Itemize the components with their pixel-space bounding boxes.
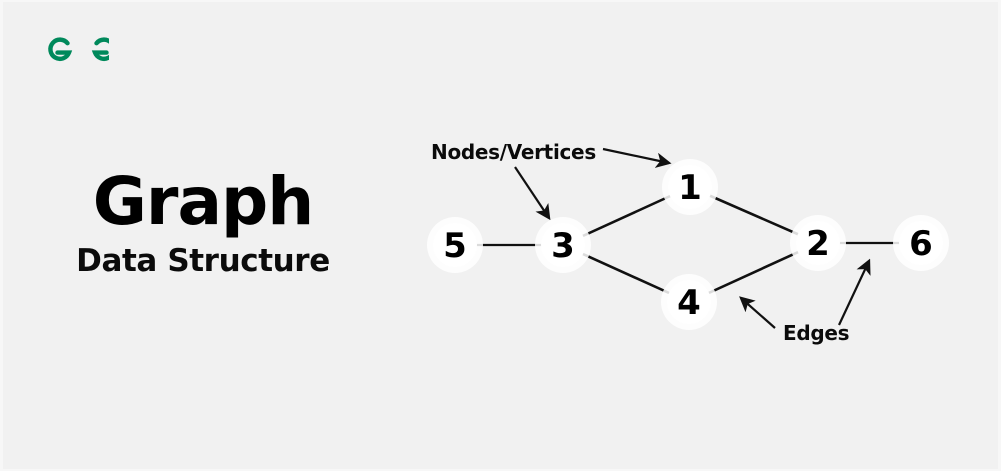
node-label-5: 5 <box>443 226 467 266</box>
graph-node-6[interactable]: 6 <box>899 221 943 265</box>
geeksforgeeks-logo-icon <box>48 37 116 61</box>
graph-diagram: 1 2 3 4 5 <box>403 97 998 387</box>
annotation-arrow-to-edge-2-6 <box>838 258 871 326</box>
node-label-3: 3 <box>551 226 575 266</box>
graph-nodes: 1 2 3 4 5 <box>433 165 943 324</box>
annotation-nodes-vertices: Nodes/Vertices <box>431 140 672 221</box>
geeksforgeeks-logo <box>47 32 116 66</box>
annotation-edges: Edges <box>739 258 871 345</box>
node-circle-3 <box>541 223 585 267</box>
annotation-label-edges: Edges <box>783 321 849 345</box>
node-circle-6 <box>899 221 943 265</box>
title-block: Graph Data Structure <box>3 164 403 280</box>
graph-node-4[interactable]: 4 <box>667 280 711 324</box>
graph-node-5[interactable]: 5 <box>433 223 477 267</box>
graph-node-2[interactable]: 2 <box>796 221 840 265</box>
graph-node-3[interactable]: 3 <box>541 223 585 267</box>
node-label-4: 4 <box>677 283 701 323</box>
page-subtitle: Data Structure <box>76 243 330 279</box>
node-circle-1 <box>668 165 712 209</box>
annotation-arrow-to-node-1 <box>602 147 672 168</box>
node-label-1: 1 <box>678 168 702 208</box>
graph-node-1[interactable]: 1 <box>668 165 712 209</box>
node-label-6: 6 <box>909 224 933 264</box>
node-label-2: 2 <box>806 224 830 264</box>
annotation-label-nodes-vertices: Nodes/Vertices <box>431 140 596 164</box>
annotation-arrow-to-edge-4-2 <box>739 296 776 329</box>
graph-diagram-svg: 1 2 3 4 5 <box>427 140 949 345</box>
page-title: Graph <box>92 163 315 240</box>
node-circle-2 <box>796 221 840 265</box>
node-circle-4 <box>667 280 711 324</box>
node-circle-5 <box>433 223 477 267</box>
annotation-arrow-to-node-3 <box>514 166 551 221</box>
